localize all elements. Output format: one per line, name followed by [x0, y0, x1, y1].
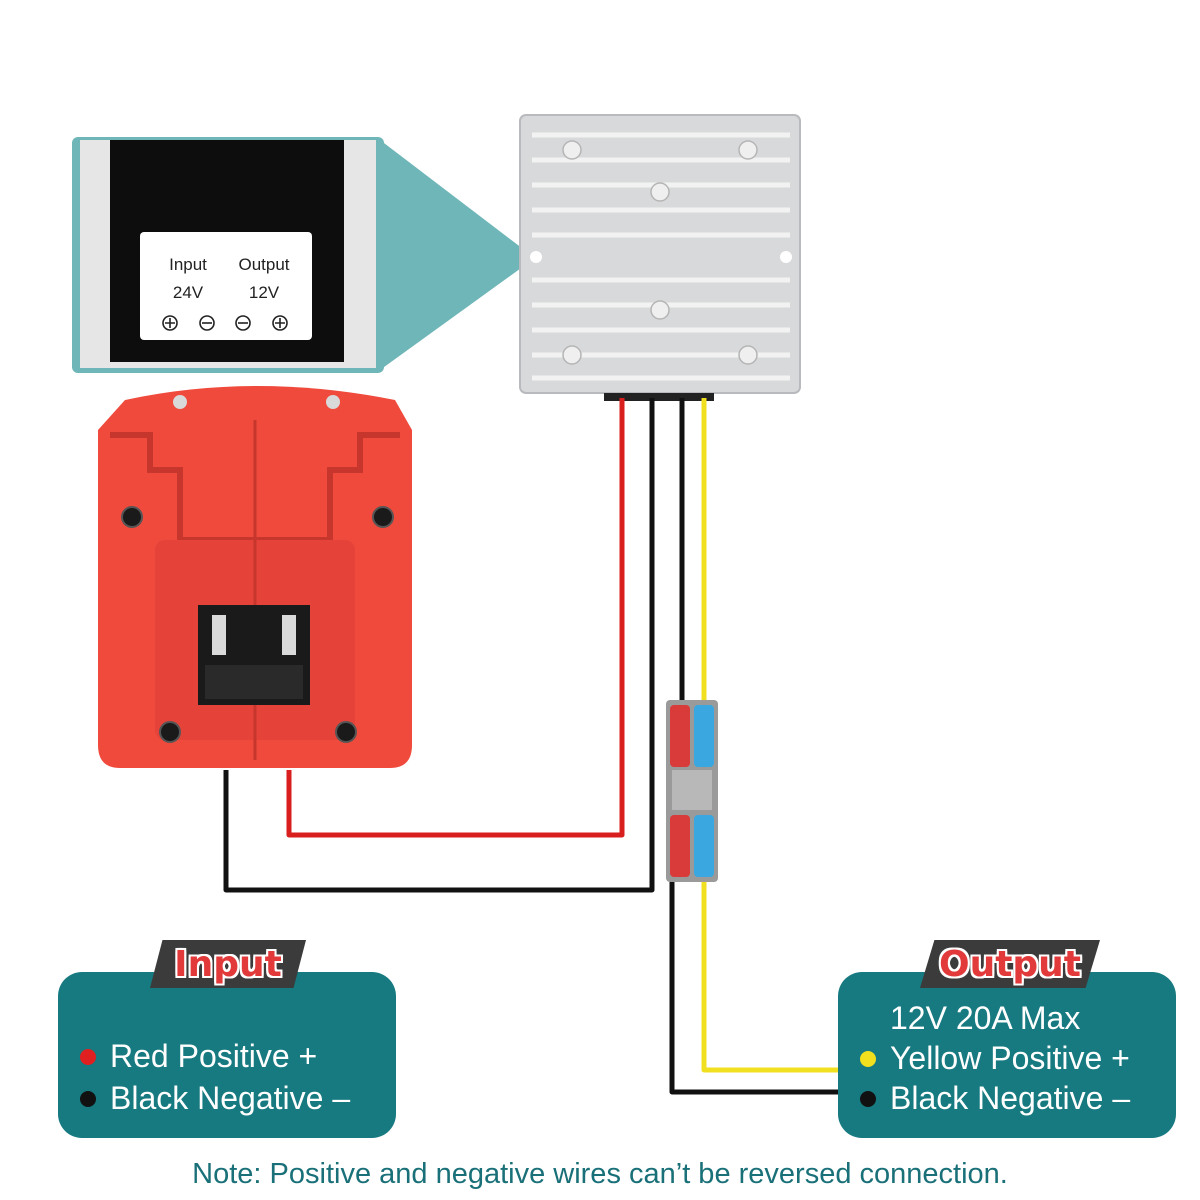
plus-terminal-icon	[162, 315, 178, 331]
output-row-yellow: Yellow Positive +	[860, 1040, 1130, 1077]
wires	[223, 398, 840, 1095]
input-row-label: Red Positive +	[110, 1038, 318, 1074]
output-row-black: Black Negative –	[860, 1080, 1130, 1117]
black-input-wire	[223, 398, 655, 893]
input-tag: Input	[150, 940, 306, 988]
yellow-dot-icon	[860, 1050, 876, 1067]
red-input-wire	[286, 398, 625, 838]
input-row-red: Red Positive +	[80, 1038, 317, 1075]
output-tag-label: Output	[938, 943, 1082, 985]
output-row-label: Black Negative –	[890, 1080, 1131, 1116]
output-tag: Output	[920, 940, 1100, 988]
output-row-label: Yellow Positive +	[890, 1040, 1130, 1076]
zoom-terminal-symbols	[162, 315, 288, 331]
input-tag-label: Input	[174, 943, 282, 985]
input-row-label: Black Negative –	[110, 1080, 351, 1116]
zoom-output-value: 12V	[248, 283, 280, 302]
zoom-input-title: Input	[169, 255, 207, 274]
output-spec: 12V 20A Max	[890, 1000, 1080, 1037]
plus-terminal-icon	[272, 315, 288, 331]
lever-connector	[666, 700, 718, 882]
minus-terminal-icon	[199, 315, 215, 331]
yellow-output-wire	[701, 875, 840, 1073]
black-output-wire	[669, 875, 840, 1095]
output-spec-label: 12V 20A Max	[890, 1000, 1081, 1036]
input-row-black: Black Negative –	[80, 1080, 350, 1117]
dc-converter	[519, 114, 801, 401]
minus-terminal-icon	[235, 315, 251, 331]
zoom-output-title: Output	[238, 255, 290, 274]
red-dot-icon	[80, 1048, 96, 1065]
note-text: Note: Positive and negative wires can’t …	[192, 1158, 1008, 1190]
zoom-input-value: 24V	[172, 283, 204, 302]
battery-adapter	[98, 386, 412, 768]
output-panel: 12V 20A Max Yellow Positive + Black Nega…	[838, 972, 1176, 1138]
input-panel: Red Positive + Black Negative –	[58, 972, 396, 1138]
zoom-callout-pointer	[380, 140, 535, 370]
black-dot-icon	[80, 1090, 96, 1107]
zoom-callout-label	[140, 232, 312, 340]
black-dot-icon	[860, 1090, 876, 1107]
